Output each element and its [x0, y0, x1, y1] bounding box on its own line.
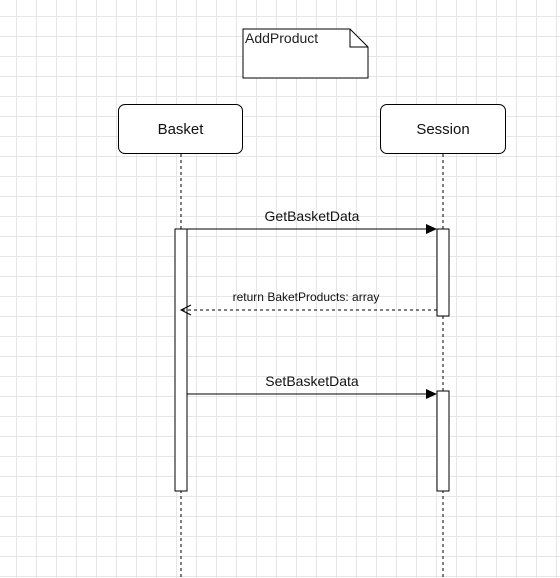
lifeline-session[interactable]: Session — [380, 104, 506, 154]
session-activation-bar-1[interactable] — [436, 228, 450, 317]
note-label: AddProduct — [245, 30, 319, 46]
arrowhead-set-basket-data — [426, 389, 437, 399]
arrowhead-get-basket-data — [426, 224, 437, 234]
message-label-get-basket-data: GetBasketData — [264, 208, 360, 224]
lifeline-basket-label: Basket — [157, 120, 204, 138]
basket-activation-bar[interactable] — [174, 228, 188, 492]
lifeline-session-label: Session — [416, 120, 470, 138]
arrowhead-return — [179, 304, 192, 316]
session-activation-bar-2[interactable] — [436, 390, 450, 492]
note-shape[interactable] — [242, 28, 369, 79]
message-label-set-basket-data: SetBasketData — [265, 373, 359, 389]
note-fold — [349, 29, 368, 48]
message-label-return: return BaketProducts: array — [232, 290, 380, 304]
lifeline-basket[interactable]: Basket — [118, 104, 243, 154]
